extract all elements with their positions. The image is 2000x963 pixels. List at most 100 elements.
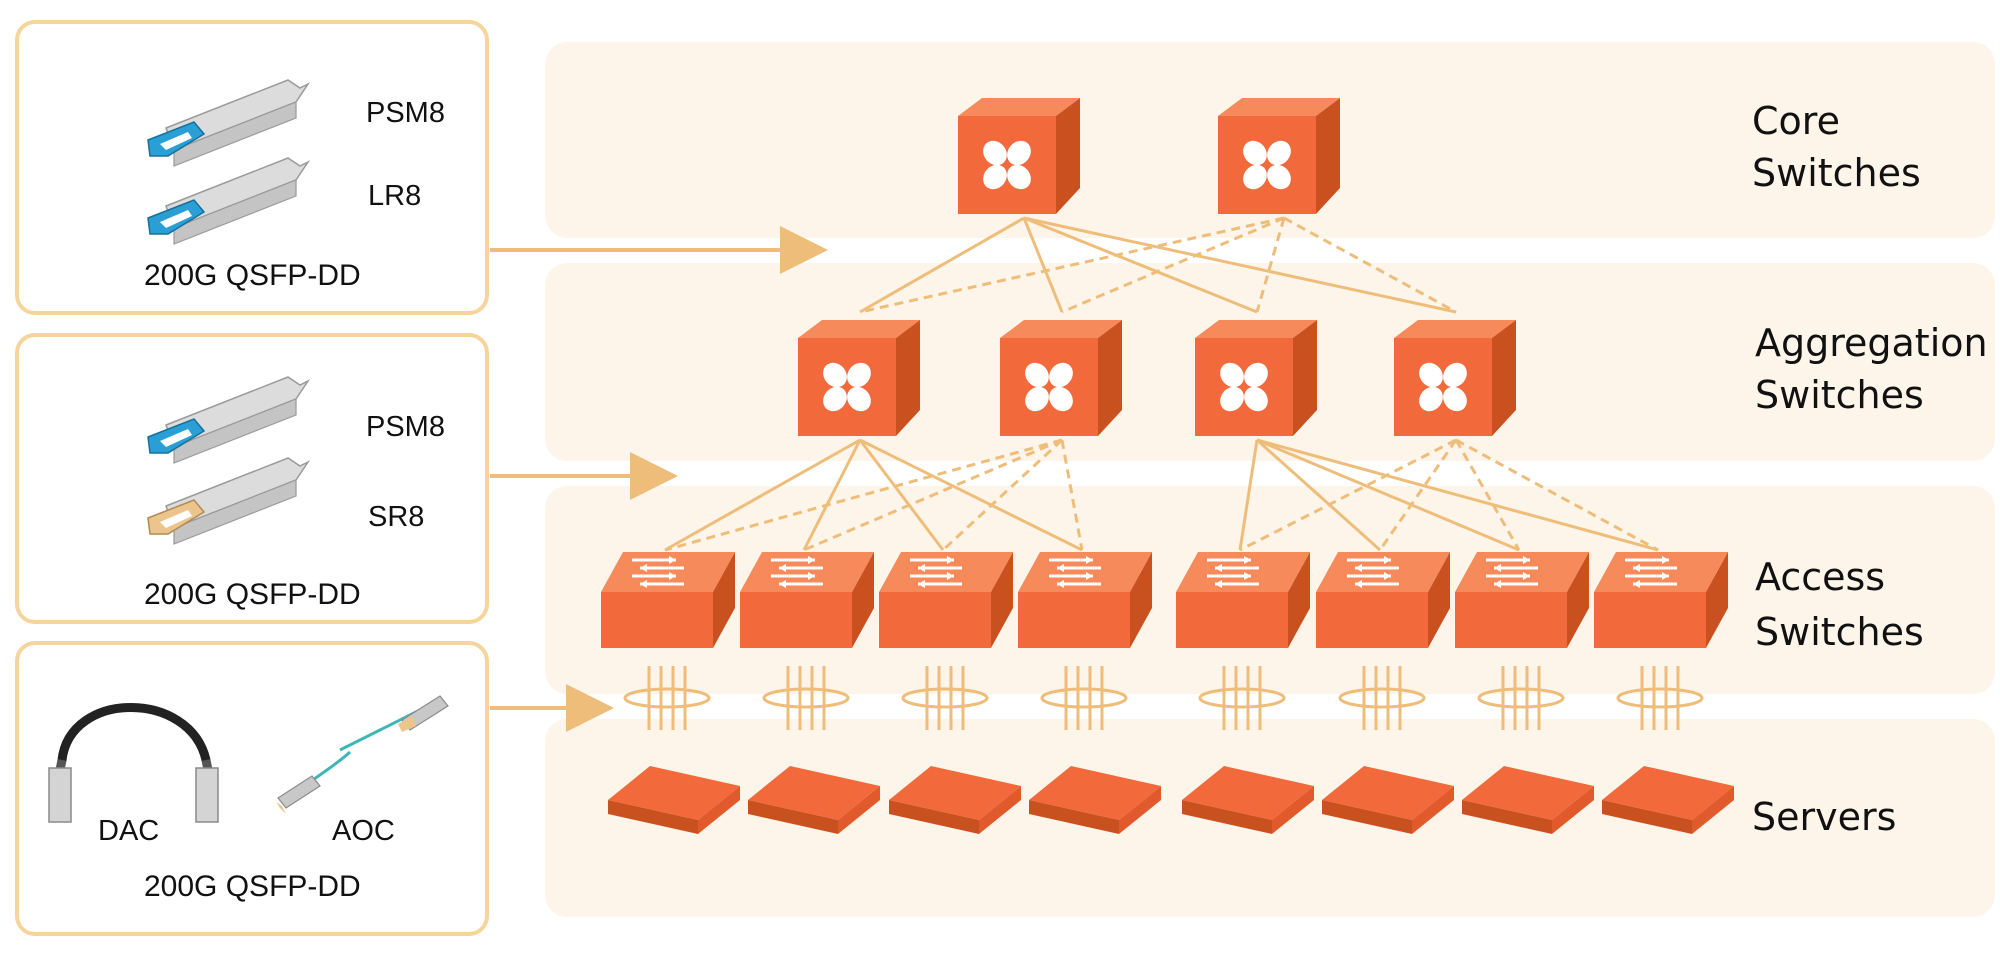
switch-arrows-icon [1347,556,1399,588]
servers-label: Servers [1752,795,1896,839]
core-aggregation-link [1061,216,1285,314]
aggregation-label-line2: Switches [1755,373,1924,417]
switch-fabric-icon [983,140,1031,190]
aggregation-access-link [1455,438,1659,552]
core-aggregation-link [1283,216,1457,314]
module-arrows [490,226,828,732]
aggregation-switches [798,320,1516,436]
connection-lines [664,216,1659,552]
cable-bundle-icon [1040,666,1128,730]
core-aggregation-link [1023,216,1457,314]
module-box-3: DAC AOC 200G QSFP-DD [15,641,489,936]
switch-fabric-icon [1025,362,1073,412]
cable-bundle-icon [1198,666,1286,730]
module-caption: 200G QSFP-DD [144,259,361,292]
switch-fabric-icon [1220,362,1268,412]
server [1029,766,1161,834]
access-switch [1455,552,1589,648]
core-label-line1: Core [1752,99,1840,143]
module-label-aoc: AOC [332,815,395,847]
access-switch [740,552,874,648]
cable-bundle-icon [1477,666,1565,730]
aggregation-access-link [1060,439,1084,551]
core-label-line2: Switches [1752,151,1921,195]
core-switch [958,98,1080,214]
qsfp-module-blue-icon [147,376,311,464]
dac-cable-icon [48,703,219,823]
aggregation-access-link [941,438,1064,552]
core-aggregation-link [1023,216,1258,314]
server [889,766,1021,834]
aggregation-access-link [1256,438,1659,552]
server [1182,766,1314,834]
switch-arrows-icon [1049,556,1101,588]
module-label-psm8: PSM8 [366,411,445,443]
access-switch [1176,552,1310,648]
aoc-cable-icon [276,695,449,814]
switch-fabric-icon [1243,140,1291,190]
servers [608,766,1734,834]
access-switch [601,552,735,648]
server [1462,766,1594,834]
module-label-psm8: PSM8 [366,97,445,129]
core-aggregation-link [1255,217,1286,313]
switch-fabric-icon [1419,362,1467,412]
switch-arrows-icon [771,556,823,588]
aggregation-access-link [1238,439,1259,551]
switch-arrows-icon [1625,556,1677,588]
aggregation-access-link [1239,438,1457,552]
module-box-2: PSM8 SR8 200G QSFP-DD [15,333,489,624]
cable-bundle-icon [901,666,989,730]
aggregation-access-link [803,438,1063,552]
access-switches [601,552,1728,648]
core-switch [1218,98,1340,214]
core-aggregation-link [859,216,1285,314]
aggregation-access-link [1454,439,1521,551]
server [748,766,880,834]
switch-arrows-icon [910,556,962,588]
aggregation-access-link [802,439,862,551]
server [1602,766,1734,834]
aggregation-access-link [664,438,1063,552]
access-label-line2: Switches [1755,610,1924,654]
server [1322,766,1454,834]
module-label-sr8: SR8 [368,501,424,533]
aggregation-access-link [1378,439,1458,551]
aggregation-access-link [664,438,861,552]
cable-bundle-icon [762,666,850,730]
qsfp-module-blue-icon [147,157,311,245]
aggregation-switch [1394,320,1516,436]
qsfp-module-blue-icon [147,79,311,167]
access-switch [879,552,1013,648]
module-label-lr8: LR8 [368,180,421,212]
cable-bundle-icon [623,666,711,730]
aggregation-access-link [859,438,1083,552]
module-box-1: PSM8 LR8 200G QSFP-DD [15,20,489,315]
aggregation-switch [1195,320,1317,436]
switch-arrows-icon [632,556,684,588]
cable-bundle-icon [1616,666,1704,730]
switch-arrows-icon [1486,556,1538,588]
aggregation-access-link [1256,438,1520,552]
cable-bundles [623,666,1704,730]
aggregation-access-link [858,439,945,551]
core-aggregation-link [859,216,1025,314]
access-switch [1316,552,1450,648]
module-label-dac: DAC [98,815,159,847]
qsfp-module-beige-icon [147,457,311,545]
aggregation-label-line1: Aggregation [1755,321,1988,365]
module-caption: 200G QSFP-DD [144,578,361,611]
cable-bundle-icon [1338,666,1426,730]
switch-fabric-icon [823,362,871,412]
access-label-line1: Access [1755,555,1885,599]
server [608,766,740,834]
aggregation-switch [798,320,920,436]
access-switch [1018,552,1152,648]
access-switch [1594,552,1728,648]
module-caption: 200G QSFP-DD [144,870,361,903]
core-switches [958,98,1340,214]
aggregation-switch [1000,320,1122,436]
core-aggregation-link [1022,217,1064,313]
switch-arrows-icon [1207,556,1259,588]
